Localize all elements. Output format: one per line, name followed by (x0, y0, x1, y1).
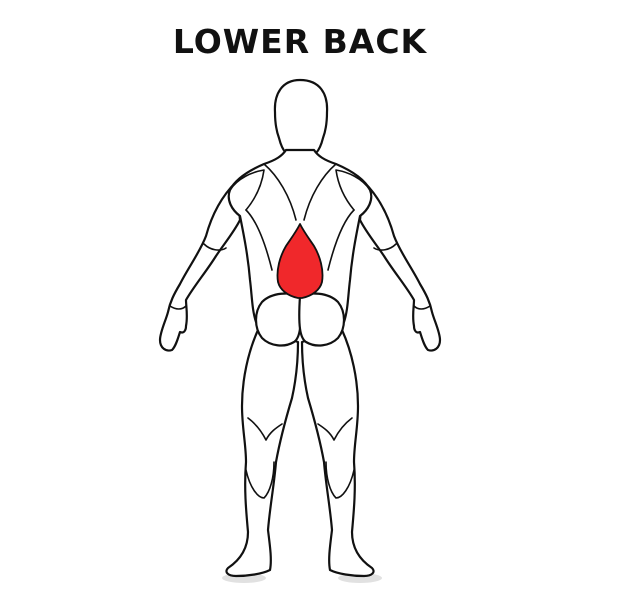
right-forearm-line (373, 243, 397, 251)
right-lat (327, 209, 355, 271)
right-wrist-line (413, 305, 431, 310)
right-deltoid (335, 169, 371, 211)
left-leg (225, 328, 300, 578)
left-wrist-line (169, 305, 187, 310)
left-deltoid (229, 169, 265, 211)
head (273, 78, 329, 155)
left-forearm-line (203, 243, 227, 251)
right-calf (325, 461, 355, 499)
lower-back-highlight (276, 223, 324, 299)
left-arm (158, 180, 242, 352)
trapezius-line (263, 163, 337, 221)
left-knee (247, 417, 283, 441)
left-lat (245, 209, 273, 271)
left-glute (254, 292, 302, 347)
left-calf (245, 461, 275, 499)
page-title: LOWER BACK (172, 22, 428, 61)
right-glute (298, 292, 346, 347)
right-arm (358, 180, 442, 352)
right-knee (317, 417, 353, 441)
right-leg (300, 328, 375, 578)
